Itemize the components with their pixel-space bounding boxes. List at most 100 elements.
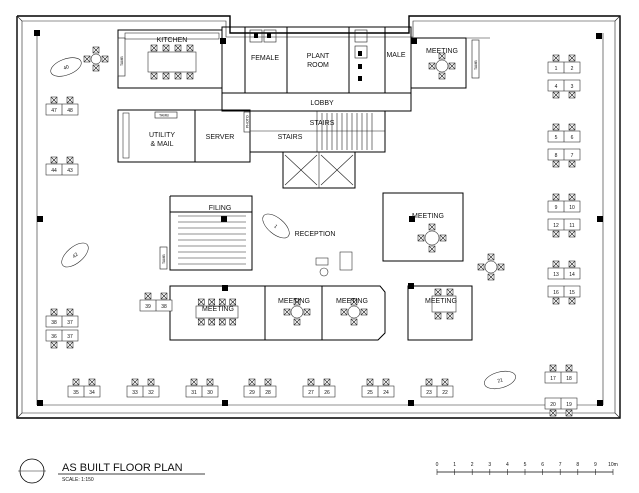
workstation: 47 48 [45, 96, 79, 116]
label-utility-1: UTILITY [149, 132, 175, 139]
desk-number: 40 [63, 64, 70, 72]
label-utility-2: & MAIL [151, 141, 174, 148]
round-meeting-table [83, 46, 109, 72]
photo-tag: PHOTO [246, 115, 250, 128]
desk-number: 3 [571, 84, 574, 90]
desk [50, 57, 82, 77]
desk-number: 31 [191, 390, 197, 396]
round-meeting-table [283, 298, 311, 326]
table [290, 305, 304, 319]
round-meeting-table [340, 298, 368, 326]
desk-number: 20 [550, 402, 556, 408]
desk-number: 18 [566, 376, 572, 382]
workstation: 29 28 [243, 378, 277, 398]
table [90, 53, 102, 65]
plan-title: AS BUILT FLOOR PLAN [62, 462, 183, 474]
desk-number: 37 [67, 320, 73, 326]
desk-number: 2 [571, 66, 574, 72]
desk-number: 28 [265, 390, 271, 396]
label-stairs-upper: STAIRS [310, 120, 335, 127]
desk-number: 32 [148, 390, 154, 396]
stair-treads [321, 113, 373, 150]
workstation: 13 14 [547, 260, 581, 280]
table [435, 59, 449, 73]
desk-number: 11 [569, 223, 574, 229]
desk-number: 13 [553, 272, 559, 278]
desk-number: 48 [67, 108, 73, 114]
conference-table [431, 288, 457, 320]
scale-tick-label: 4 [506, 462, 509, 468]
label-plant-room-1: PLANT [307, 53, 330, 60]
desk-number: 9 [555, 205, 558, 211]
desk-number: 14 [569, 272, 575, 278]
desk [262, 213, 290, 239]
tambour-tag: TAMB [474, 60, 478, 70]
desk-number: 1 [272, 224, 278, 231]
table [424, 230, 440, 246]
south-meeting-rooms [169, 192, 473, 341]
desk-number: 39 [145, 304, 151, 310]
label-filing: FILING [209, 205, 232, 212]
label-meeting-centre-2: MEETING [336, 298, 368, 305]
label-reception: RECEPTION [295, 231, 336, 238]
curved-workstation: 21 [484, 370, 516, 390]
workstation: 25 24 [361, 378, 395, 398]
reception-sofa [339, 251, 353, 271]
tambour-tag: TAMB [159, 114, 169, 118]
desk-number: 34 [89, 390, 95, 396]
kitchen-bench [124, 32, 220, 40]
tambour-tag: TAMB [120, 56, 124, 66]
desk-number: 17 [550, 376, 556, 382]
conference-table [147, 44, 197, 80]
scale-tick-label: 1 [453, 462, 456, 468]
desk-number: 25 [367, 390, 373, 396]
table [431, 295, 457, 313]
desk-number: 1 [555, 66, 558, 72]
label-meeting-east: MEETING [412, 213, 444, 220]
utility-bench [122, 112, 130, 159]
desk-number: 36 [51, 334, 57, 340]
exterior-walls [16, 15, 621, 419]
structural-columns [34, 30, 603, 406]
desk-number: 30 [207, 390, 213, 396]
desk-number: 44 [51, 168, 57, 174]
desk-number: 5 [555, 135, 558, 141]
desk-number: 37 [67, 334, 73, 340]
round-meeting-table [417, 223, 447, 253]
desk-number: 42 [72, 252, 80, 260]
table [195, 305, 239, 319]
desk-number: 26 [324, 390, 330, 396]
round-meeting-table [428, 52, 456, 80]
label-kitchen: KITCHEN [157, 37, 188, 44]
curved-workstation: 1 [262, 213, 290, 239]
scale-tick-label: 9 [594, 462, 597, 468]
desk-number: 12 [553, 223, 559, 229]
label-meeting-centre-1: MEETING [278, 298, 310, 305]
desk-number: 24 [383, 390, 389, 396]
workstation: 36 37 [45, 329, 79, 349]
desk-number: 29 [249, 390, 255, 396]
scale-tick-label: 6 [541, 462, 544, 468]
desk [61, 242, 89, 268]
conference-table [195, 298, 239, 326]
scale-tick-label: 3 [488, 462, 491, 468]
filing-room [169, 195, 253, 271]
scale-tick-label: 10m [608, 462, 618, 468]
desk-number: 47 [51, 108, 57, 114]
desk-number: 19 [566, 402, 572, 408]
plan-scale: SCALE: 1:150 [62, 477, 94, 483]
